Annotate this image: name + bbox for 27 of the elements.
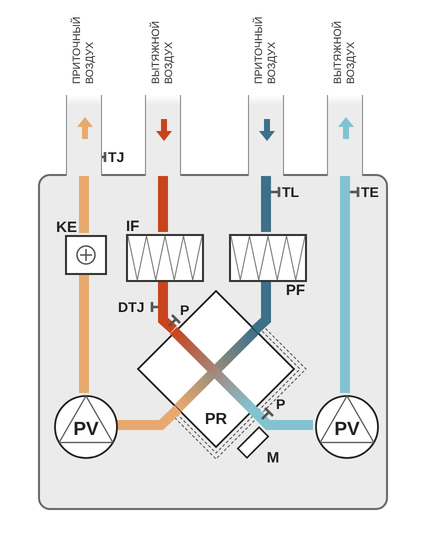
unit-casing — [38, 174, 388, 510]
sensor-label: P — [180, 303, 190, 317]
component-label: KE — [56, 219, 77, 236]
component-label: PV — [73, 419, 99, 441]
airflow-line — [261, 176, 271, 232]
duct-label: ВЫТЯЖНОЙ ВОЗДУХ — [332, 20, 358, 84]
component-label: M — [266, 450, 280, 466]
component-label: PF — [286, 282, 305, 299]
airflow-line — [116, 405, 182, 430]
sensor-label: DTJ — [118, 300, 144, 314]
airflow-line — [340, 176, 350, 393]
sensor-label: TE — [361, 185, 379, 199]
duct-label: ПРИТОЧНЫЙ ВОЗДУХ — [70, 16, 96, 84]
component-label: IF — [126, 218, 140, 235]
airflow-line — [252, 280, 271, 334]
duct-label: ПРИТОЧНЫЙ ВОЗДУХ — [252, 16, 278, 84]
sensor-label: TL — [282, 185, 300, 199]
component-label: PR — [204, 411, 228, 429]
component-label: PV — [334, 419, 360, 441]
duct-label: ВЫТЯЖНОЙ ВОЗДУХ — [150, 20, 176, 84]
airflow-line — [79, 176, 89, 233]
airflow-line — [79, 273, 89, 393]
sensor-label: P — [276, 397, 286, 411]
airflow-line — [247, 404, 313, 430]
sensor-label: TJ — [108, 150, 124, 164]
airflow-line — [158, 280, 177, 334]
airflow-line — [158, 176, 168, 232]
